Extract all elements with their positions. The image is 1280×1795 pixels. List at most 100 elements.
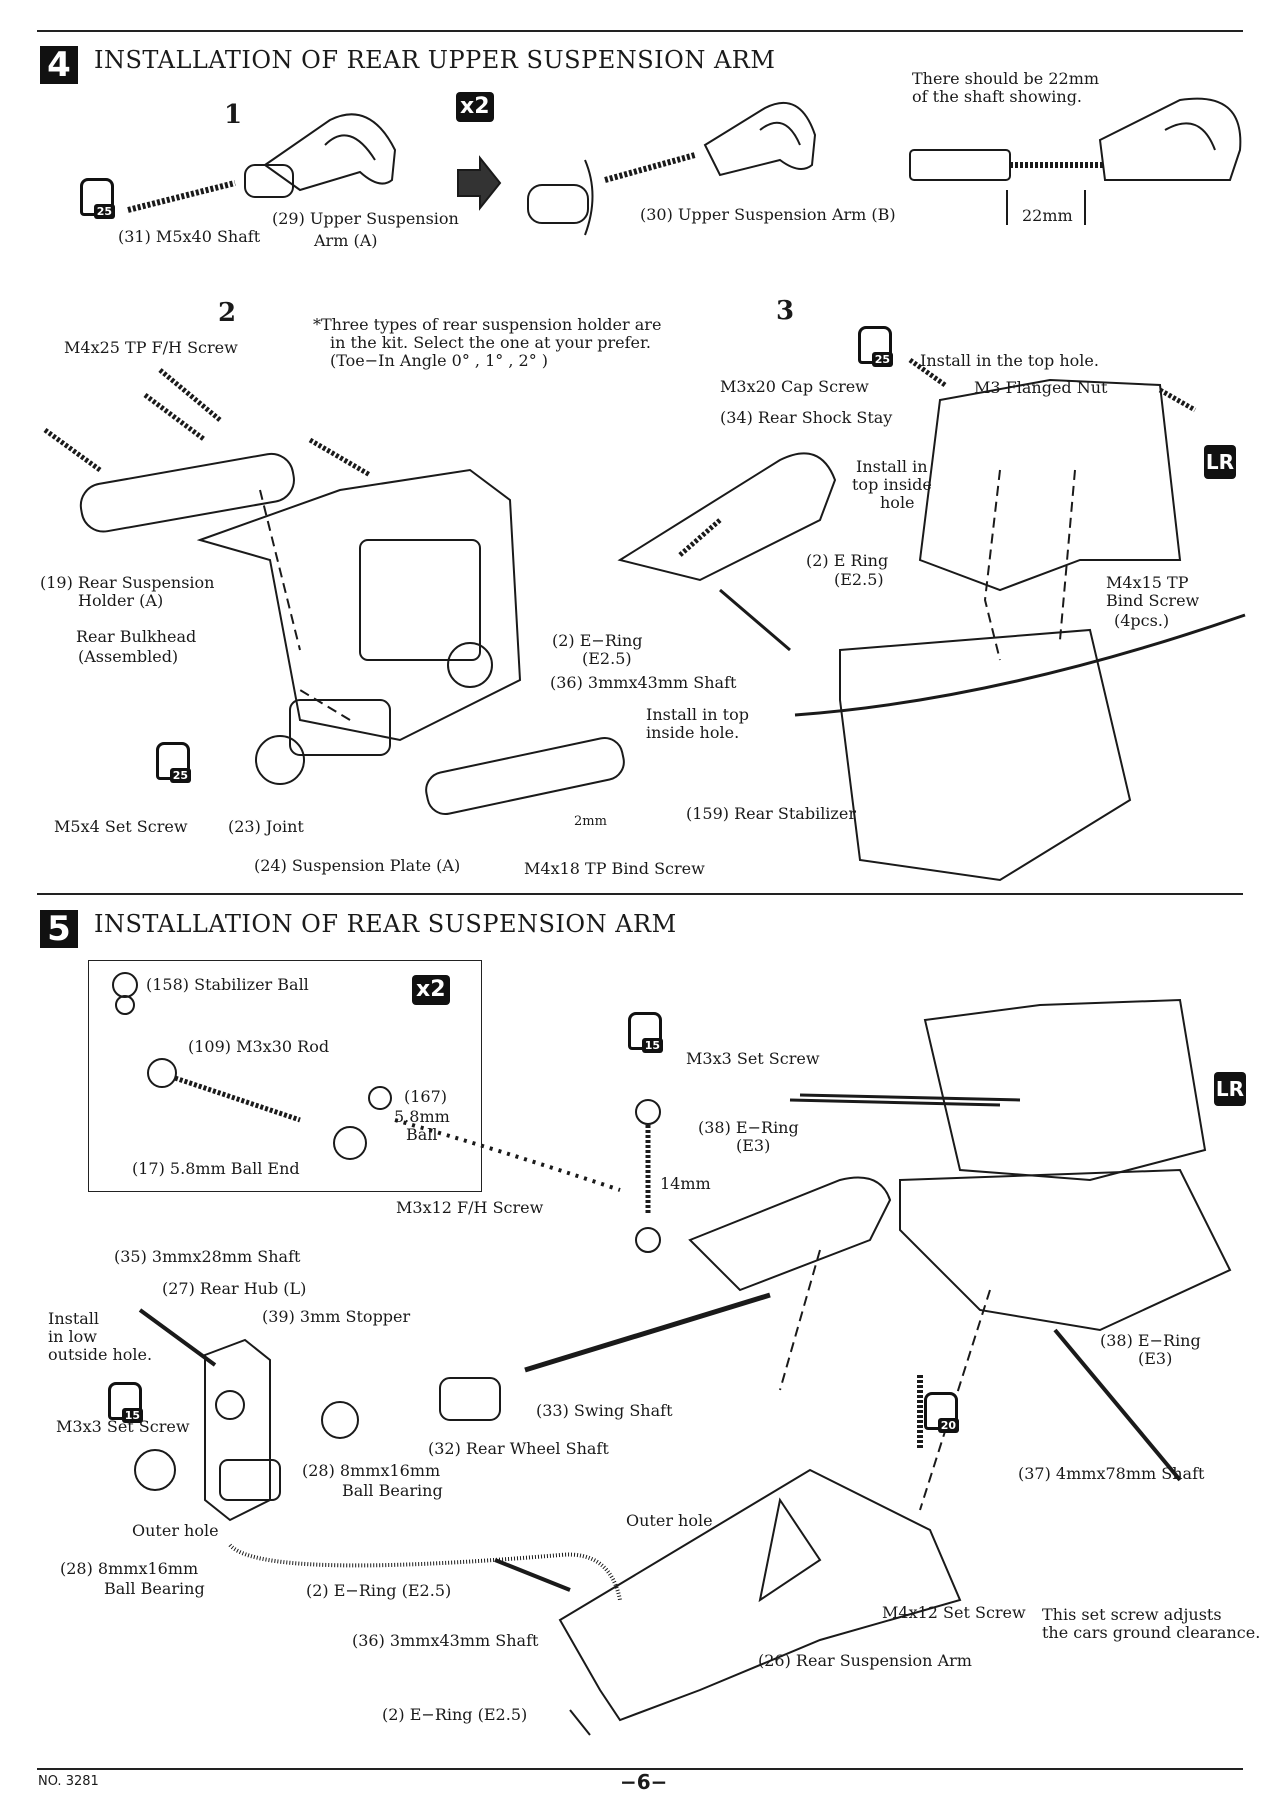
label-stabilizer-ball: (158) Stabilizer Ball bbox=[146, 975, 309, 994]
label-swing-shaft: (33) Swing Shaft bbox=[536, 1401, 673, 1420]
rod-end-drawing bbox=[635, 1098, 1001, 1253]
label-4x78-shaft: (37) 4mmx78mm Shaft bbox=[1018, 1464, 1205, 1483]
rear-bulkhead-drawing bbox=[43, 368, 625, 815]
label-e-ring-38-a-2: (E3) bbox=[736, 1136, 771, 1155]
label-14mm: 14mm bbox=[660, 1174, 711, 1193]
shaft-length-detail bbox=[909, 97, 1242, 225]
label-outer-hole-hub: Outer hole bbox=[132, 1521, 219, 1540]
label-rear-suspension-arm: (26) Rear Suspension Arm bbox=[758, 1651, 972, 1670]
label-install-2: in low bbox=[48, 1327, 97, 1346]
hex-wrench-25-icon: 25 bbox=[80, 178, 115, 219]
label-bearing-b-2: Ball Bearing bbox=[104, 1579, 205, 1598]
x2-badge: x2 bbox=[456, 92, 494, 122]
label-bearing-a-2: Ball Bearing bbox=[342, 1481, 443, 1500]
label-ball-167: (167) bbox=[404, 1087, 448, 1106]
section-4-title: INSTALLATION OF REAR UPPER SUSPENSION AR… bbox=[94, 46, 776, 74]
label-m3x3-set-screw-top: M3x3 Set Screw bbox=[686, 1049, 820, 1068]
label-install-1: Install bbox=[48, 1309, 100, 1328]
label-install-top-hole: Install in the top hole. bbox=[920, 351, 1099, 370]
note-ground-clearance-2: the cars ground clearance. bbox=[1042, 1623, 1261, 1642]
label-bearing-a-1: (28) 8mmx16mm bbox=[302, 1461, 441, 1480]
label-m4x15-bind-1: M4x15 TP bbox=[1106, 573, 1189, 592]
label-install-top-inside-2: inside hole. bbox=[646, 723, 740, 742]
tool-size: 15 bbox=[641, 1038, 663, 1053]
next-step-arrow bbox=[457, 155, 502, 211]
lr-badge: LR bbox=[1204, 445, 1236, 479]
label-m4x25-screw: M4x25 TP F/H Screw bbox=[64, 338, 238, 357]
step-3-number: 3 bbox=[776, 296, 795, 326]
label-3x43-shaft: (36) 3mmx43mm Shaft bbox=[550, 673, 737, 692]
label-m3-flanged-nut: M3 Flanged Nut bbox=[974, 378, 1108, 397]
label-holder-1: (19) Rear Suspension bbox=[40, 573, 215, 592]
toe-in-note-1: *Three types of rear suspension holder a… bbox=[313, 315, 662, 334]
section-4-number: 4 bbox=[40, 46, 78, 84]
tool-size: 25 bbox=[93, 204, 115, 219]
hex-wrench-15-icon: 15 bbox=[628, 1012, 663, 1053]
label-m3x30-rod: (109) M3x30 Rod bbox=[188, 1037, 330, 1056]
dimension-22mm: 22mm bbox=[1022, 206, 1073, 225]
label-upper-arm-a-2: Arm (A) bbox=[314, 231, 378, 250]
label-install-3: outside hole. bbox=[48, 1345, 153, 1364]
note-22mm-1: There should be 22mm bbox=[912, 69, 1100, 88]
label-e-ring-2-a: (2) E−Ring (E2.5) bbox=[306, 1581, 452, 1600]
rear-chassis-drawing bbox=[688, 998, 1232, 1511]
section-5-title: INSTALLATION OF REAR SUSPENSION ARM bbox=[94, 910, 677, 938]
model-number: NO. 3281 bbox=[38, 1774, 99, 1789]
stabilizer-rod-inset bbox=[88, 960, 482, 1192]
rear-hub-drawing bbox=[134, 1292, 771, 1601]
label-e-ring-2-b: (2) E−Ring (E2.5) bbox=[382, 1705, 528, 1724]
page-number: −6− bbox=[620, 1770, 668, 1794]
label-m3x3-set-screw-left: M3x3 Set Screw bbox=[56, 1417, 190, 1436]
label-m4x12-set-screw: M4x12 Set Screw bbox=[882, 1603, 1026, 1622]
label-m4x15-bind-2: Bind Screw bbox=[1106, 591, 1200, 610]
toe-in-note-2: in the kit. Select the one at your prefe… bbox=[330, 333, 651, 352]
label-install-top-inside-1: Install in top bbox=[646, 705, 749, 724]
label-bearing-b-1: (28) 8mmx16mm bbox=[60, 1559, 199, 1578]
hex-wrench-15-icon: 15 bbox=[108, 1382, 143, 1423]
label-m5x4-set-screw: M5x4 Set Screw bbox=[54, 817, 188, 836]
label-rear-stabilizer: (159) Rear Stabilizer bbox=[686, 804, 856, 823]
upper-arm-a-drawing bbox=[127, 113, 397, 213]
label-outer-hole-arm: Outer hole bbox=[626, 1511, 713, 1530]
hex-wrench-25-icon: 25 bbox=[156, 742, 191, 783]
label-3x28-shaft: (35) 3mmx28mm Shaft bbox=[114, 1247, 301, 1266]
label-holder-2: Holder (A) bbox=[78, 591, 164, 610]
section-5-number: 5 bbox=[40, 910, 78, 948]
rear-shock-stay-drawing bbox=[617, 357, 1246, 882]
tool-size: 25 bbox=[871, 352, 893, 367]
label-bulkhead-1: Rear Bulkhead bbox=[76, 627, 197, 646]
upper-arm-b-drawing bbox=[527, 102, 817, 236]
label-hole: hole bbox=[880, 493, 915, 512]
dimension-2mm: 2mm bbox=[574, 814, 607, 829]
x2-badge: x2 bbox=[412, 975, 450, 1005]
label-upper-arm-a-1: (29) Upper Suspension bbox=[272, 209, 459, 228]
label-install-in: Install in bbox=[856, 457, 928, 476]
note-ground-clearance-1: This set screw adjusts bbox=[1042, 1605, 1222, 1624]
tool-size: 20 bbox=[937, 1418, 959, 1433]
label-rear-hub: (27) Rear Hub (L) bbox=[162, 1279, 307, 1298]
label-m3x12-fh-screw: M3x12 F/H Screw bbox=[396, 1198, 544, 1217]
label-e-ring-38-b-1: (38) E−Ring bbox=[1100, 1331, 1201, 1350]
step-1-number: 1 bbox=[224, 100, 243, 130]
label-e-ring-38-b-2: (E3) bbox=[1138, 1349, 1173, 1368]
tool-size: 15 bbox=[121, 1408, 143, 1423]
label-suspension-plate: (24) Suspension Plate (A) bbox=[254, 856, 461, 875]
label-joint: (23) Joint bbox=[228, 817, 304, 836]
label-upper-arm-b: (30) Upper Suspension Arm (B) bbox=[640, 205, 896, 224]
label-m3x20-cap-screw: M3x20 Cap Screw bbox=[720, 377, 869, 396]
label-ball-word: Ball bbox=[406, 1125, 438, 1144]
bottom-rule bbox=[37, 1768, 1243, 1770]
top-rule bbox=[37, 30, 1243, 32]
label-e-ring-a-1: (2) E Ring bbox=[806, 551, 889, 570]
step-2-number: 2 bbox=[218, 298, 237, 328]
label-3mm-stopper: (39) 3mm Stopper bbox=[262, 1307, 411, 1326]
label-e-ring-a-2: (E2.5) bbox=[834, 570, 884, 589]
rear-suspension-arm-drawing bbox=[494, 1375, 962, 1736]
toe-in-note-3: (Toe−In Angle 0° , 1° , 2° ) bbox=[330, 351, 549, 370]
hex-wrench-20-icon: 20 bbox=[924, 1392, 959, 1433]
stabilizer-rod-drawing bbox=[112, 972, 621, 1192]
label-e-ring-38-a-1: (38) E−Ring bbox=[698, 1118, 799, 1137]
label-rear-wheel-shaft: (32) Rear Wheel Shaft bbox=[428, 1439, 609, 1458]
lr-badge: LR bbox=[1214, 1072, 1246, 1106]
